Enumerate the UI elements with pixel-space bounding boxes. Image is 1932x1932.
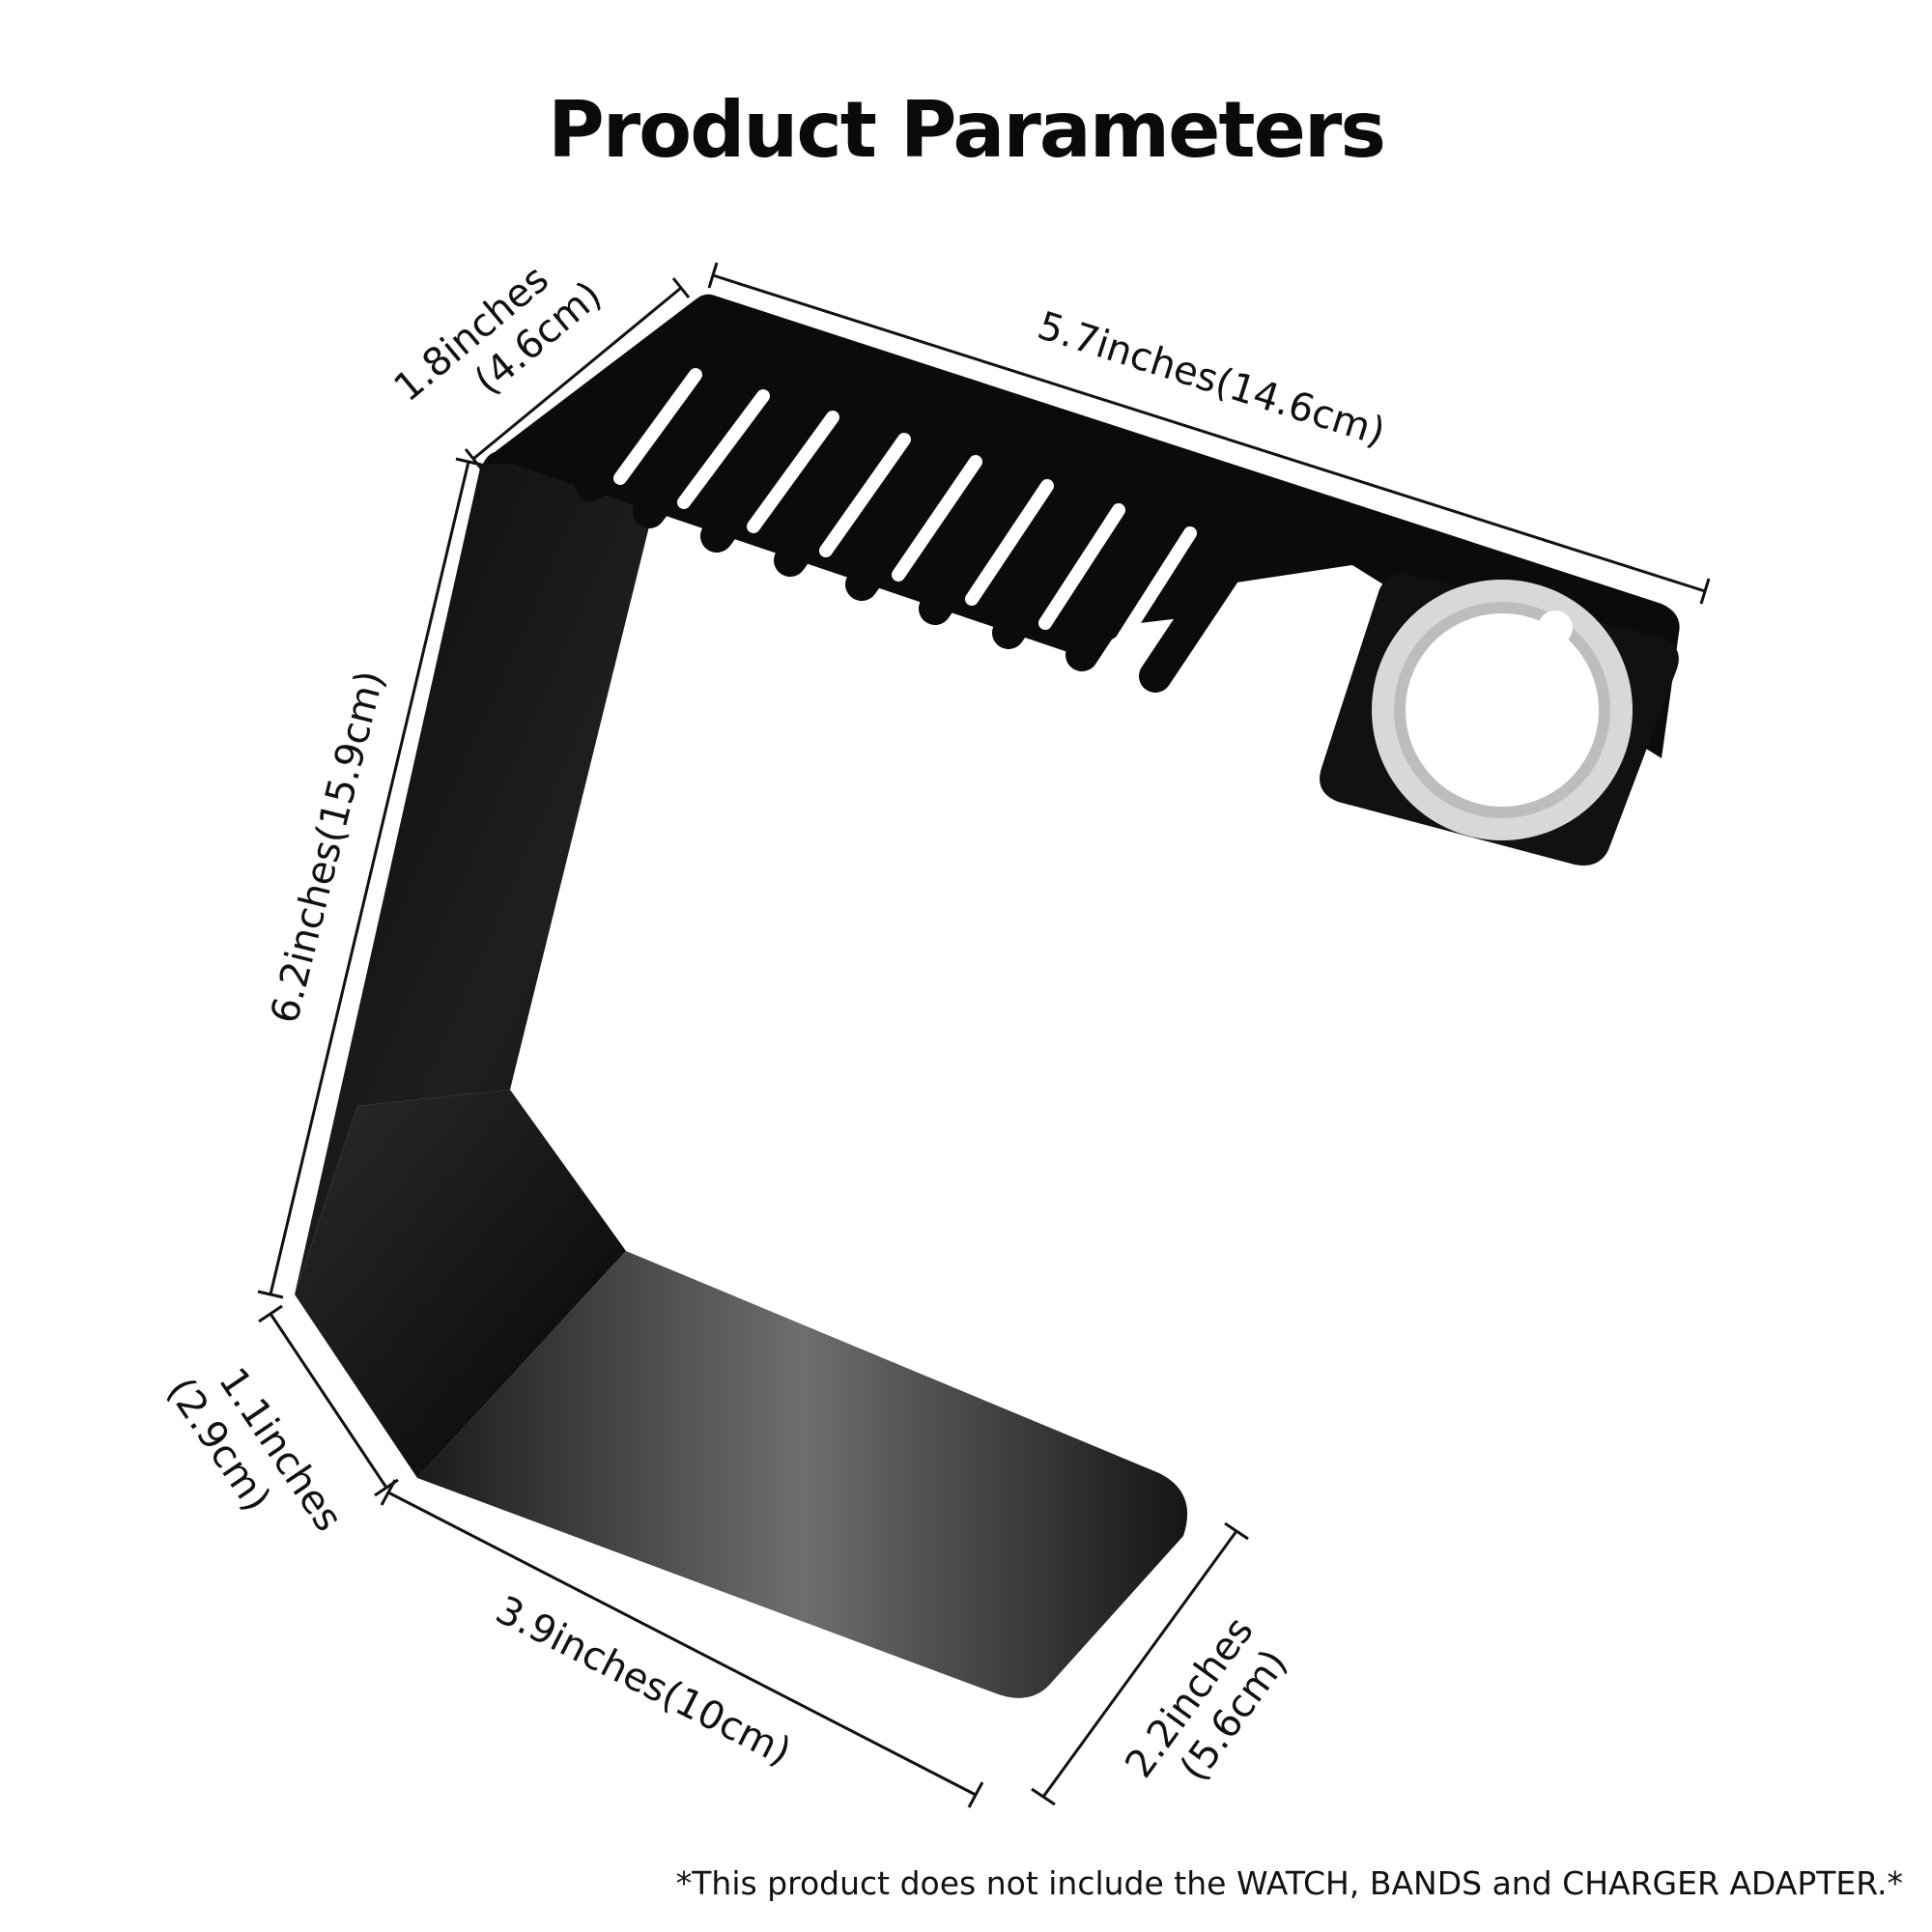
disclaimer-note: *This product does not include the WATCH… [675, 1864, 1903, 1902]
dim-line-bottom-corner [269, 1313, 388, 1489]
stand-lower-bend [295, 1090, 626, 1478]
dim-line-base-length [387, 1491, 977, 1797]
dim-line-top-length [712, 273, 1706, 593]
label-base-length: 3.9inches(10cm) [489, 1588, 798, 1775]
dim-line-top-depth [472, 286, 682, 461]
band-slots [575, 355, 1257, 693]
charger-ring [1372, 580, 1633, 840]
stand-upright [295, 454, 667, 1294]
dim-line-height [269, 461, 470, 1295]
dim-line-base-depth [1041, 1530, 1238, 1798]
page-title: Product Parameters [548, 85, 1386, 175]
slot-gaps [613, 368, 1197, 652]
stand-base [417, 1251, 1188, 1698]
